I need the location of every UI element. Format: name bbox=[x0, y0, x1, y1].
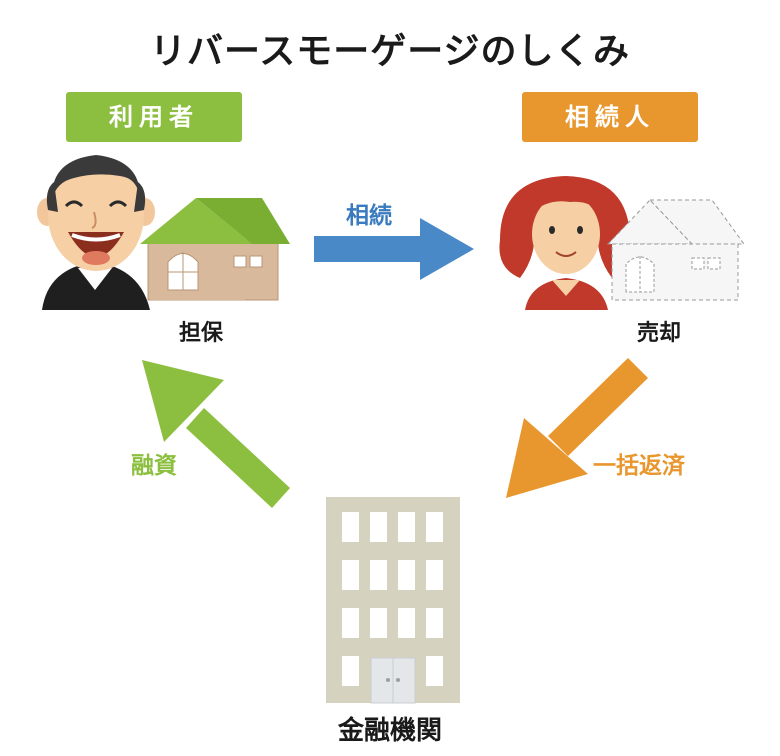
loan-label: 融資 bbox=[131, 453, 177, 479]
user-role-badge: 利用者 bbox=[66, 92, 242, 142]
bank-building-illustration bbox=[326, 497, 460, 704]
inherit-label: 相続 bbox=[346, 203, 392, 229]
repay-arrow bbox=[506, 358, 648, 498]
heir-house-outline bbox=[606, 199, 745, 301]
collateral-label: 担保 bbox=[179, 321, 224, 346]
elderly-man-illustration bbox=[37, 155, 155, 310]
inherit-arrow bbox=[314, 218, 474, 280]
page-title: リバースモーゲージのしくみ bbox=[150, 31, 630, 72]
sale-label: 売却 bbox=[637, 321, 682, 346]
loan-arrow bbox=[142, 360, 290, 508]
heir-woman-illustration bbox=[499, 176, 632, 310]
bank-label: 金融機関 bbox=[337, 716, 442, 746]
user-house-illustration bbox=[140, 198, 290, 301]
repay-label: 一括返済 bbox=[593, 453, 685, 479]
heir-role-badge: 相続人 bbox=[522, 92, 698, 142]
